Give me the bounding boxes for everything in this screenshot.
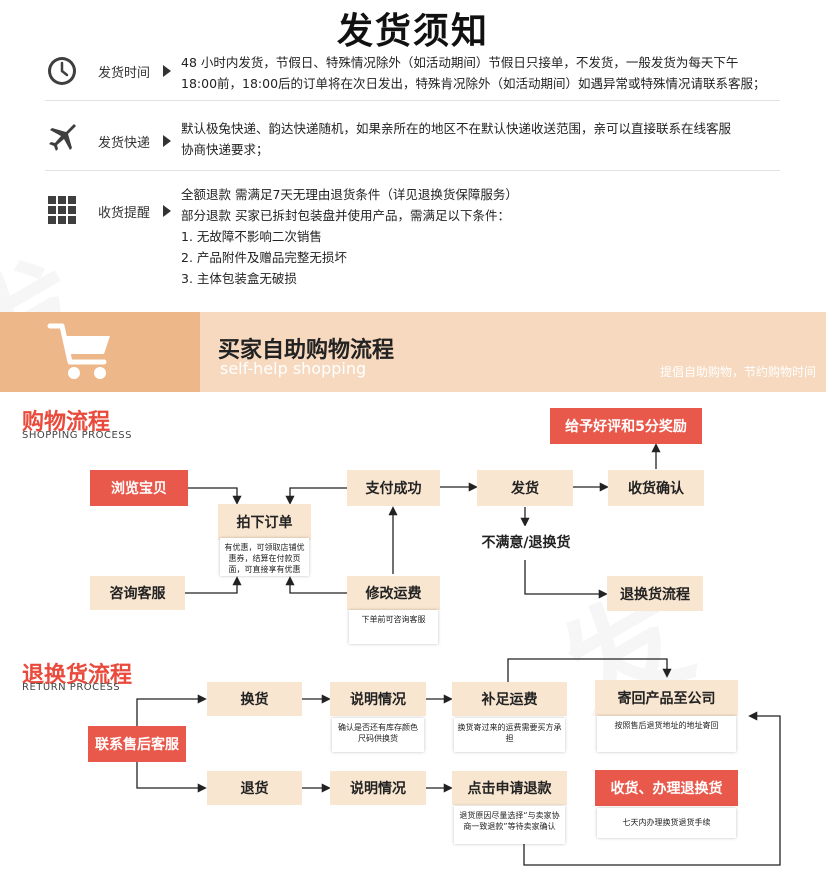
page-title: 发货须知 bbox=[336, 11, 489, 52]
info-label: 发货快递 bbox=[98, 136, 151, 151]
order-note: 有优惠，可领取店铺优惠券，结算在付款页面，可直接享有优惠 bbox=[220, 538, 309, 576]
shopping-section-subtitle: SHOPPING PROCESS bbox=[22, 430, 133, 441]
grid-icon bbox=[48, 196, 76, 224]
shopping-section-title: 购物流程 bbox=[22, 410, 111, 435]
info-line: 全额退款 需满足7天无理由退货条件（详见退换货保障服务） bbox=[181, 187, 518, 202]
exchange-step: 换货 bbox=[207, 682, 302, 716]
refund-step: 退货 bbox=[207, 771, 302, 805]
ship-step: 发货 bbox=[477, 470, 573, 506]
apply-refund-step: 点击申请退款 bbox=[452, 771, 567, 805]
unsatisfied-step: 不满意/退换货 bbox=[472, 526, 580, 558]
info-label: 收货提醒 bbox=[98, 206, 151, 221]
apply-note: 退货原因尽量选择“与卖家协商一致退款”等待卖家确认 bbox=[454, 806, 565, 844]
consult-step: 咨询客服 bbox=[90, 576, 185, 610]
confirm-receipt-step: 收货确认 bbox=[608, 470, 704, 506]
browse-step: 浏览宝贝 bbox=[90, 470, 188, 506]
return-section-subtitle: RETURN PROCESS bbox=[22, 682, 121, 693]
arrow-right-icon bbox=[163, 135, 171, 147]
info-line: 48 小时内发货，节假日、特殊情况除外（如活动期间）节假日只接单，不发货，一般发… bbox=[181, 55, 739, 70]
clock-icon bbox=[48, 57, 76, 85]
modify-freight-step: 修改运费 bbox=[347, 576, 440, 610]
return-section-title: 退换货流程 bbox=[22, 663, 133, 688]
info-line: 默认极兔快递、韵达快递随机，如果亲所在的地区不在默认快递收送范围，亲可以直接联系… bbox=[181, 121, 732, 136]
payment-step: 支付成功 bbox=[347, 470, 440, 506]
praise-step: 给予好评和5分奖励 bbox=[550, 408, 702, 444]
divider bbox=[45, 170, 780, 171]
receive-note: 七天内办理换货退货手续 bbox=[597, 808, 736, 838]
freight-note: 换货寄过来的运费需要买方承担 bbox=[454, 718, 565, 752]
divider bbox=[45, 100, 780, 101]
info-line: 部分退款 买家已拆封包装盘并使用产品，需满足以下条件： bbox=[181, 208, 510, 223]
info-line: 3. 主体包装盒无破损 bbox=[181, 271, 297, 286]
banner-title: 买家自助购物流程 bbox=[218, 338, 395, 363]
shopping-cart-icon bbox=[47, 323, 110, 379]
info-line: 协商快递要求； bbox=[181, 142, 269, 157]
arrow-right-icon bbox=[163, 65, 171, 77]
info-label: 发货时间 bbox=[98, 66, 151, 81]
arrow-right-icon bbox=[163, 205, 171, 217]
modify-note: 下单前可咨询客服 bbox=[349, 610, 438, 644]
send-back-step: 寄回产品至公司 bbox=[595, 680, 738, 716]
explain-step: 说明情况 bbox=[330, 771, 426, 805]
return-flow-step: 退换货流程 bbox=[607, 576, 703, 611]
info-line: 18:00前，18:00后的订单将在次日发出，特殊肯况除外（如活动期间）如遇异常… bbox=[181, 76, 766, 91]
explain-step: 说明情况 bbox=[330, 682, 426, 716]
explain-note: 确认是否还有库存颜色尺码供换货 bbox=[332, 718, 424, 752]
info-line: 2. 产品附件及赠品完整无损坏 bbox=[181, 250, 347, 265]
place-order-step: 拍下订单 bbox=[218, 504, 311, 540]
contact-support-step: 联系售后客服 bbox=[88, 726, 186, 762]
pay-freight-step: 补足运费 bbox=[452, 682, 567, 716]
info-line: 1. 无故障不影响二次销售 bbox=[181, 229, 322, 244]
airplane-icon bbox=[49, 124, 76, 151]
send-back-note: 按照售后退货地址的地址寄回 bbox=[597, 716, 736, 752]
banner-subtitle: self-help shopping bbox=[220, 359, 367, 378]
receive-process-step: 收货、办理退换货 bbox=[595, 770, 738, 806]
self-help-banner: 买家自助购物流程 self-help shopping 提倡自助购物，节约购物时… bbox=[0, 312, 826, 392]
banner-slogan: 提倡自助购物，节约购物时间 bbox=[659, 365, 816, 379]
